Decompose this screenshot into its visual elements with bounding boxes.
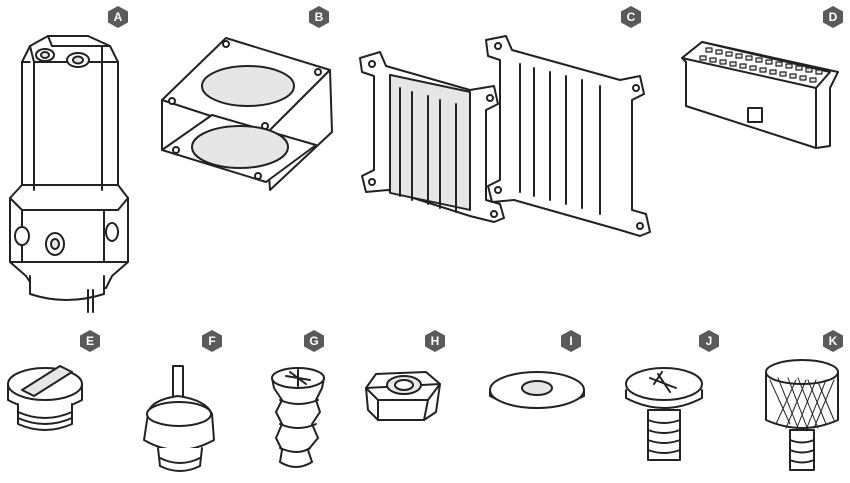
pump-reservoir-icon [10, 36, 128, 312]
self-tapping-screw-icon [272, 368, 324, 467]
thumb-screw-icon [766, 360, 838, 470]
washer-icon [490, 372, 584, 408]
fan-mounting-bracket-icon [162, 38, 332, 190]
mounting-plates-icon [360, 36, 650, 236]
pan-head-screw-icon [626, 368, 702, 460]
hex-nut-icon [366, 372, 440, 420]
stop-fitting-icon [8, 366, 82, 430]
fill-port-plug-icon [144, 366, 214, 471]
24-pin-connector-icon [682, 42, 838, 148]
